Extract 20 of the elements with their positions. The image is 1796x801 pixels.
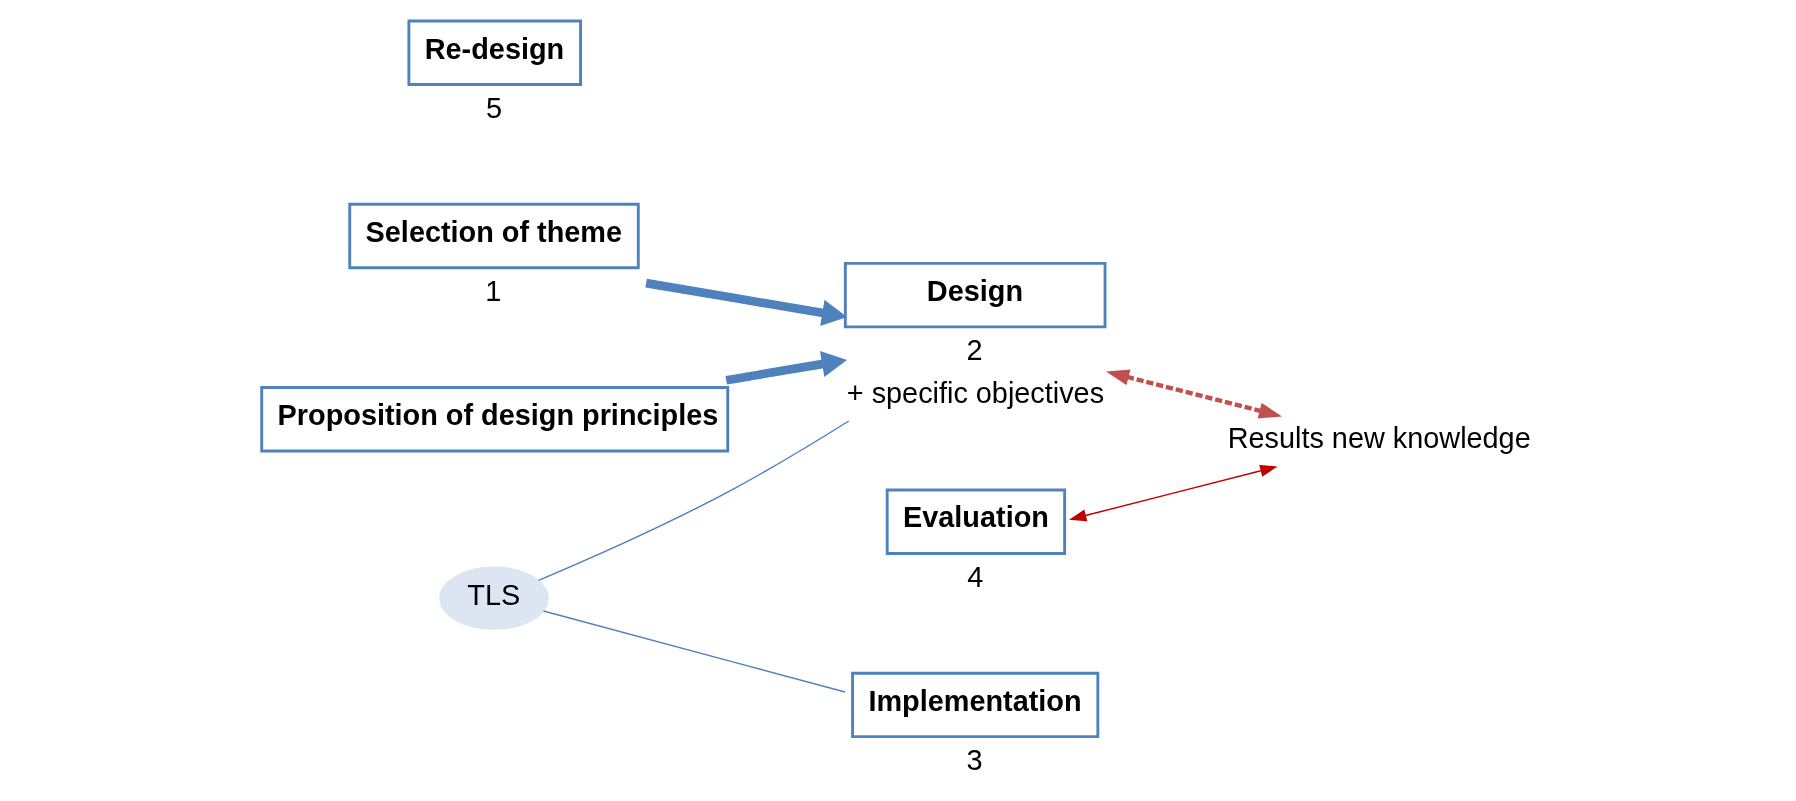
node-box: Re-design [407,19,582,86]
node-box: Evaluation [885,488,1067,555]
node-label: + specific objectives [846,377,1105,410]
arrow [1106,369,1283,419]
node-label: 3 [966,743,983,776]
node-box: Design [843,262,1107,329]
connector [537,420,850,582]
node-box: Selection of theme [348,202,640,270]
arrow [725,351,847,385]
connector [542,610,846,693]
node-label: 5 [486,91,503,124]
node-label: 2 [966,334,983,367]
node-ellipse: TLS [439,566,549,630]
arrow [1069,464,1278,522]
node-text: Results new knowledge [1227,422,1531,455]
arrow [645,278,848,326]
node-label: 1 [485,274,502,307]
node-box: Implementation [851,671,1100,739]
node-box: Proposition of design principles [260,386,730,453]
node-label: 4 [967,560,984,593]
